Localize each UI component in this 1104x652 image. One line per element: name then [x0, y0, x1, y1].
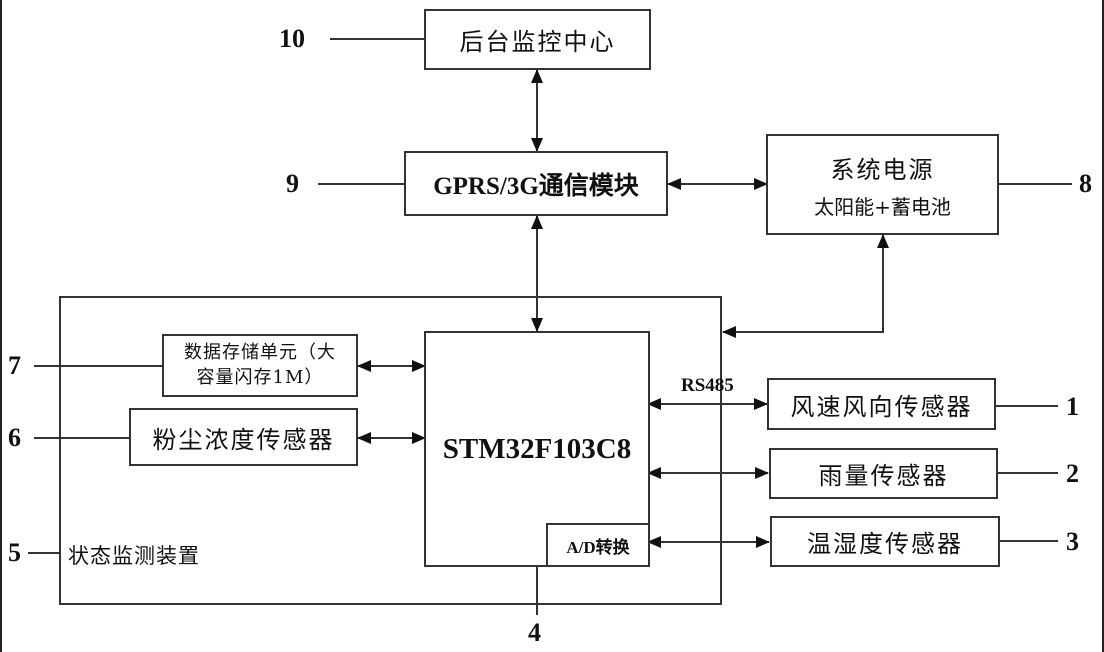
arrow-power-device: [722, 234, 889, 338]
adc-label: A/D转换: [566, 537, 630, 557]
power-label-line2: 太阳能+蓄电池: [814, 194, 951, 219]
storage-block: 数据存储单元（大 容量闪存1M）: [162, 334, 358, 397]
device-label: 状态监测装置: [68, 544, 200, 568]
power-block: 系统电源 太阳能+蓄电池: [766, 134, 999, 235]
ref-number-10: 10: [279, 24, 305, 53]
mcu-label: STM32F103C8: [442, 432, 632, 465]
storage-label-line1: 数据存储单元（大: [184, 342, 336, 364]
power-label-line1: 系统电源: [830, 155, 935, 184]
ref-number-7: 7: [8, 351, 21, 380]
ref-number-3: 3: [1066, 527, 1079, 556]
image-border-left: [0, 0, 2, 652]
wind-sensor-label: 风速风向传感器: [790, 392, 973, 421]
rain-sensor-label: 雨量传感器: [818, 462, 949, 490]
comm-module-block: GPRS/3G通信模块: [404, 151, 668, 216]
ref-number-2: 2: [1066, 459, 1079, 488]
rain-sensor-block: 雨量传感器: [769, 448, 998, 499]
image-border-right: [1102, 0, 1104, 652]
rs485-label: RS485: [681, 375, 734, 396]
adc-block: A/D转换: [546, 523, 650, 567]
wind-sensor-block: 风速风向传感器: [767, 378, 996, 430]
ref-number-9: 9: [286, 169, 299, 198]
dust-sensor-block: 粉尘浓度传感器: [129, 408, 358, 466]
storage-label-line2: 容量闪存1M）: [196, 366, 324, 388]
ref-number-5: 5: [8, 538, 21, 567]
ref-number-8: 8: [1079, 169, 1092, 198]
monitor-center-label: 后台监控中心: [459, 28, 616, 56]
comm-module-label: GPRS/3G通信模块: [433, 172, 639, 200]
ref-number-1: 1: [1066, 392, 1079, 421]
dust-sensor-label: 粉尘浓度传感器: [152, 425, 335, 454]
ref-number-6: 6: [8, 423, 21, 452]
monitor-center-block: 后台监控中心: [424, 9, 651, 70]
status-monitoring-device-frame: [59, 296, 722, 605]
temp-sensor-block: 温湿度传感器: [770, 516, 1000, 567]
ref-number-4: 4: [528, 618, 541, 647]
temp-sensor-label: 温湿度传感器: [807, 530, 963, 558]
